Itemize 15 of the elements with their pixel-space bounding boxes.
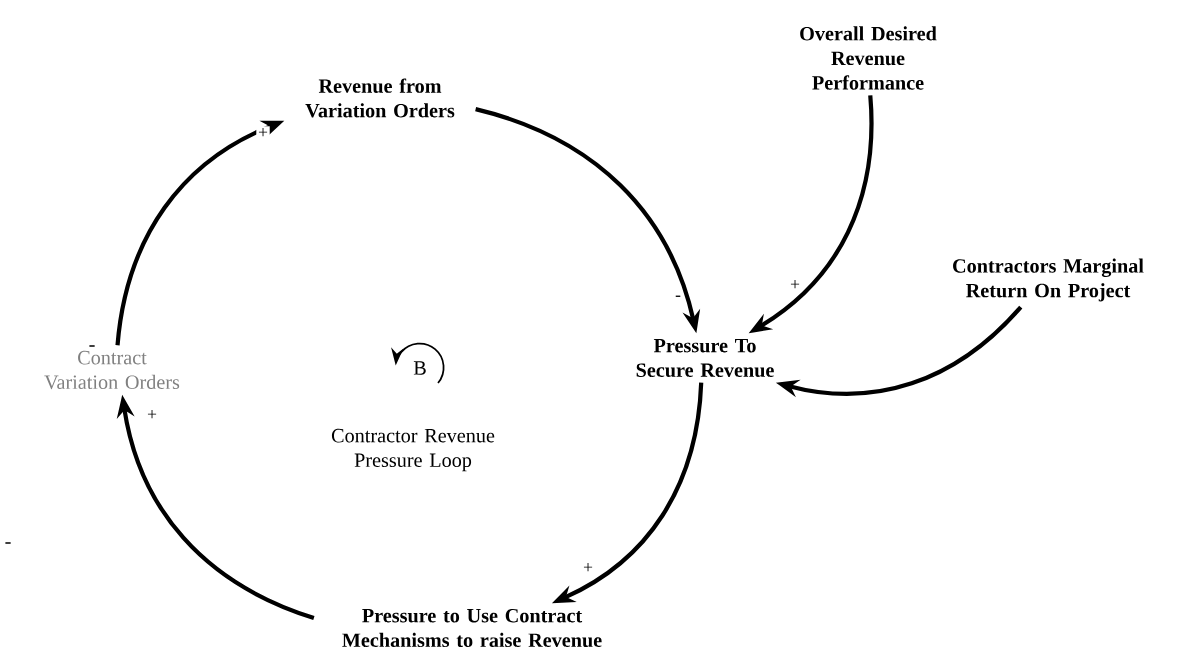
loop-name: Contractor Revenue Pressure Loop	[331, 428, 495, 472]
polarity-sign: -	[673, 293, 683, 303]
variable-label: Contract Variation Orders	[44, 350, 180, 390]
variable-label: Pressure To Secure Revenue	[636, 338, 774, 378]
variable-label: Overall Desired Revenue Performance	[800, 26, 937, 90]
polarity-sign: +	[256, 126, 270, 140]
polarity-sign: +	[788, 278, 802, 292]
polarity-sign: -	[89, 345, 95, 347]
loop-label: B	[413, 361, 426, 375]
variable-label: Pressure to Use Contract Mechanisms to raise Revenue	[342, 608, 602, 648]
variable-label: Revenue from Variation Orders	[305, 78, 455, 118]
polarity-sign: -	[5, 542, 11, 544]
variable-label: Contractors Marginal Return On Project	[953, 258, 1144, 302]
polarity-sign: +	[581, 561, 595, 575]
polarity-sign: +	[145, 408, 159, 422]
